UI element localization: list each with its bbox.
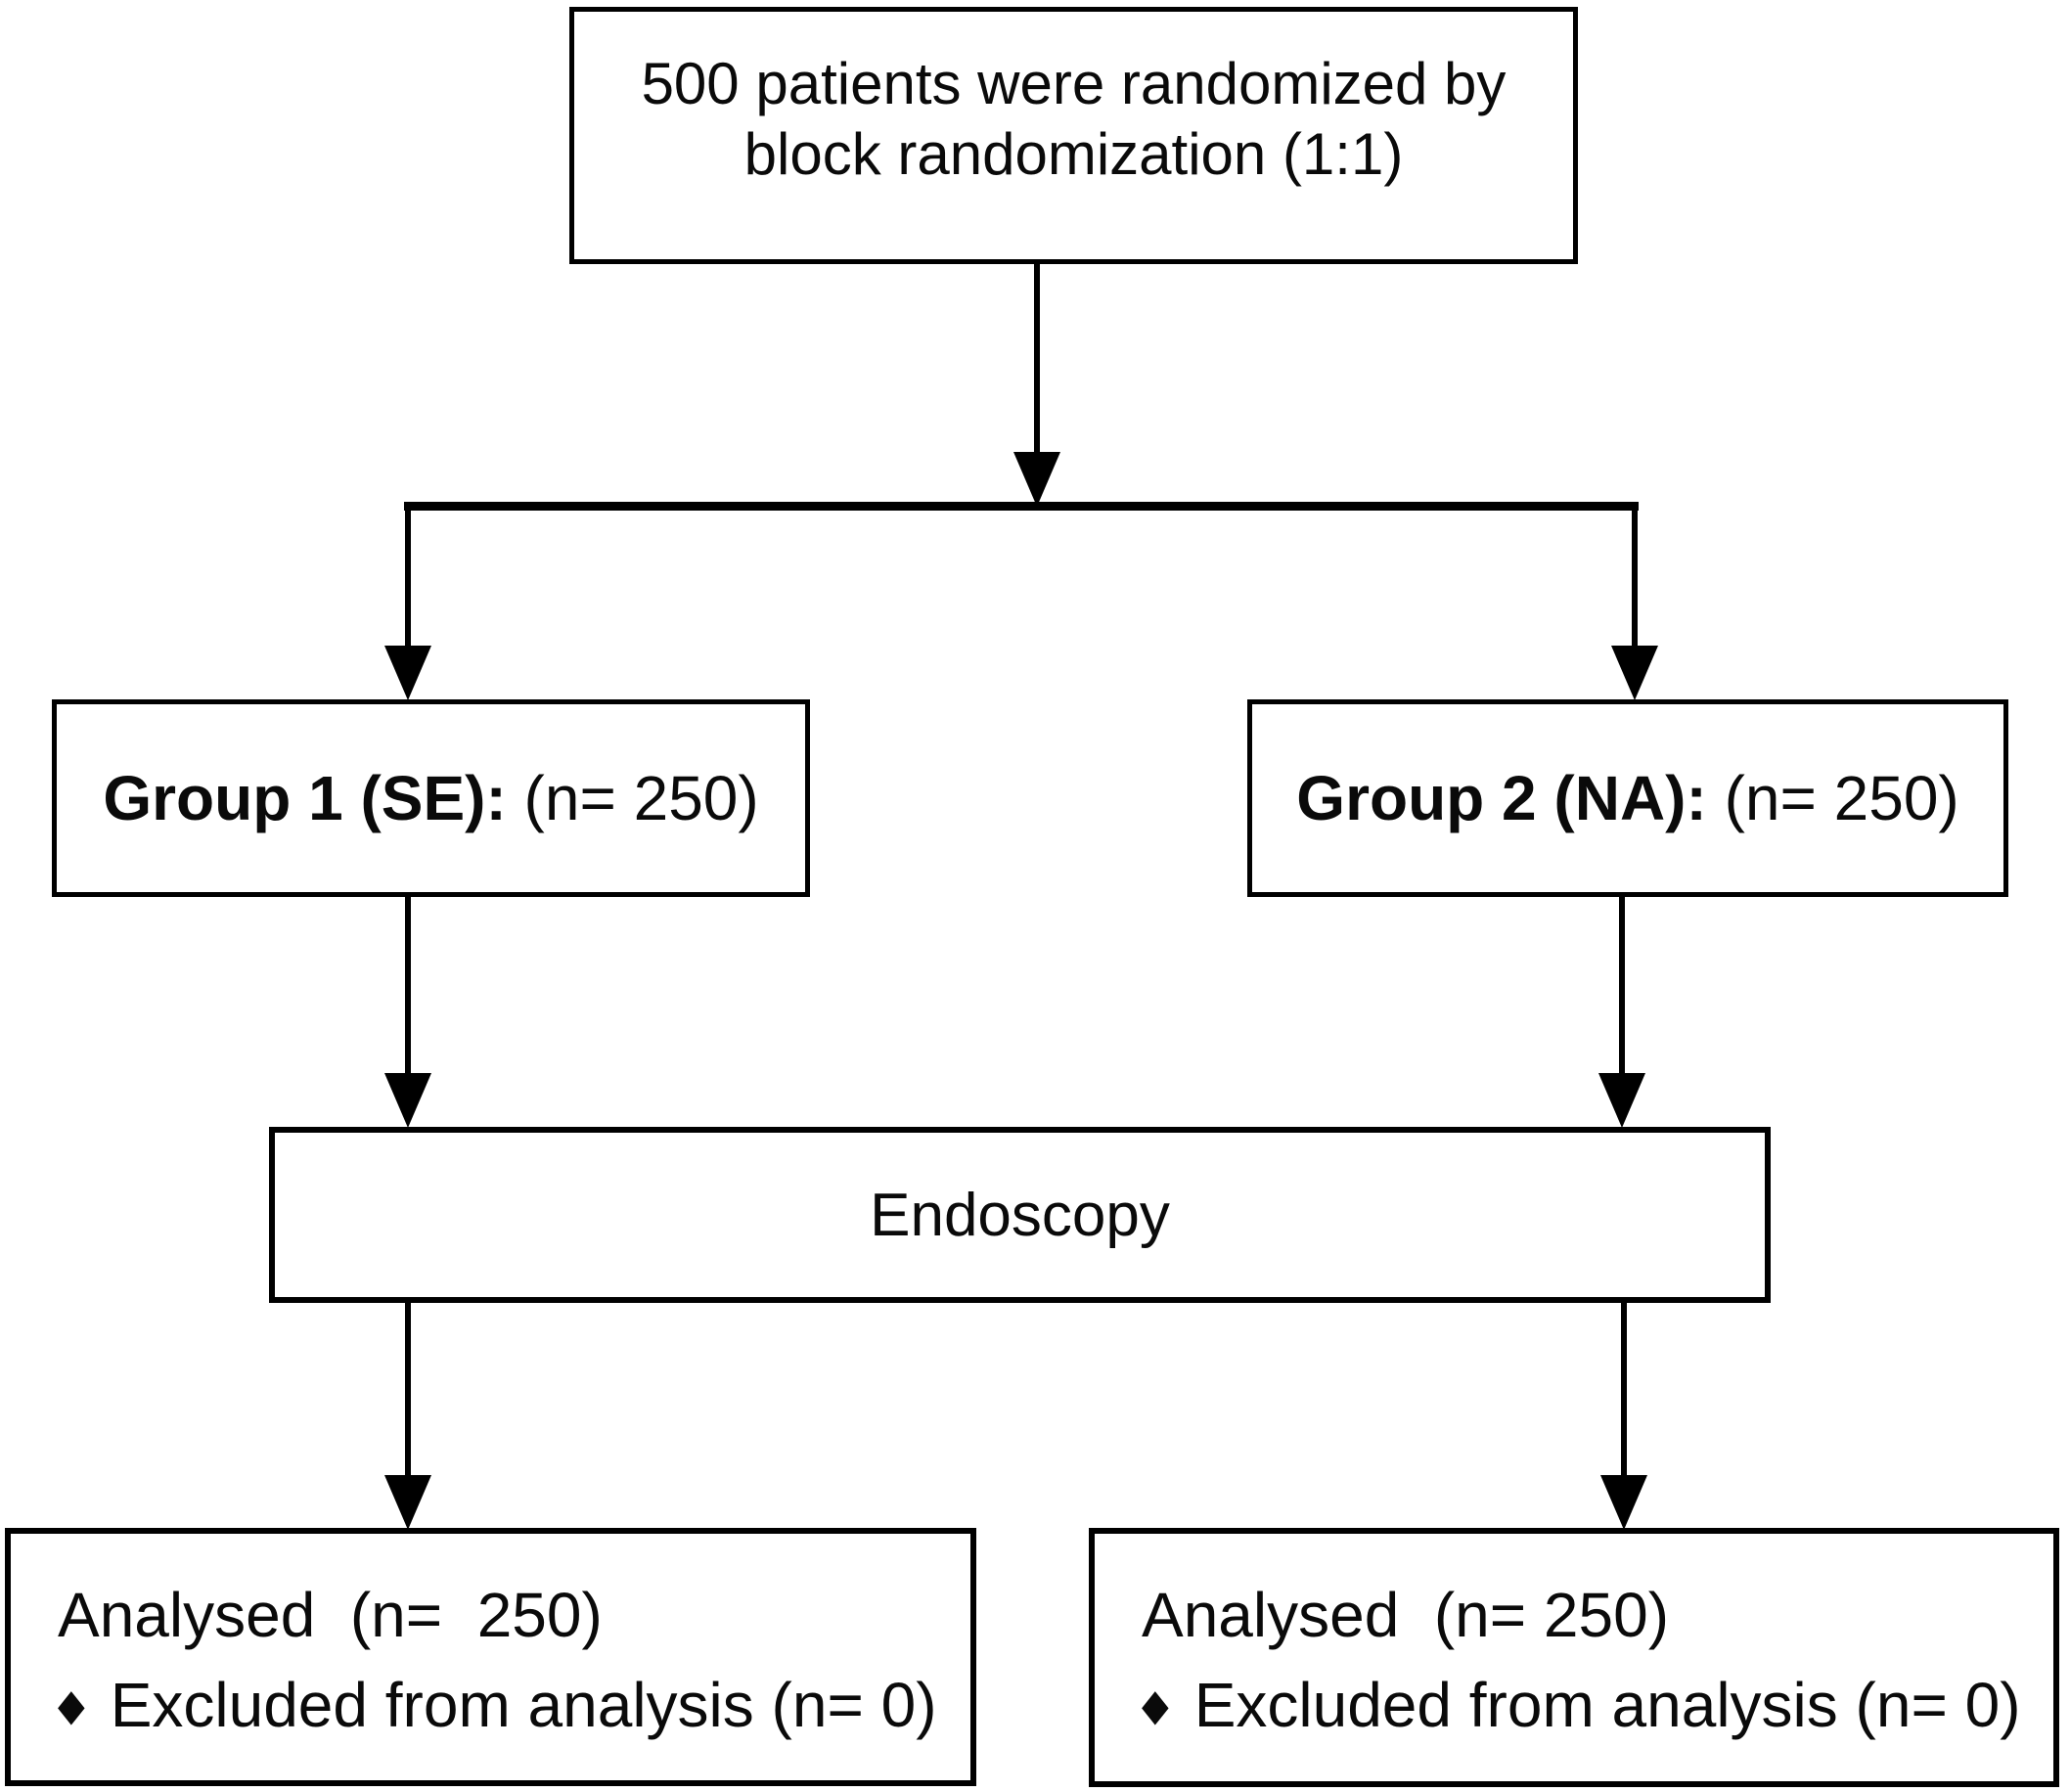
group2-label-rest: (n= 250) (1706, 763, 1959, 833)
arrowhead-down-icon (1013, 452, 1060, 507)
connector-group1-to-endoscopy (405, 897, 411, 1075)
analysed-right-line2: Excluded from analysis (n= 0) (1193, 1670, 2021, 1740)
box-group1: Group 1 (SE): (n= 250) (52, 699, 810, 897)
box-analysed-right: Analysed (n= 250) ◆ Excluded from analys… (1089, 1528, 2059, 1787)
arrowhead-down-icon (384, 1073, 431, 1128)
connector-randomized-stem (1034, 264, 1040, 452)
connector-endoscopy-to-analysed-right (1621, 1303, 1627, 1477)
box-group2: Group 2 (NA): (n= 250) (1247, 699, 2008, 897)
arrowhead-down-icon (1611, 646, 1658, 700)
box-endoscopy: Endoscopy (269, 1127, 1771, 1303)
connector-group2-to-endoscopy (1619, 897, 1625, 1075)
randomized-line2: block randomization (1:1) (743, 120, 1404, 187)
arrowhead-down-icon (1598, 1073, 1645, 1128)
diamond-bullet-icon: ◆ (1142, 1679, 1169, 1729)
group2-label-bold: Group 2 (NA): (1296, 763, 1707, 833)
connector-endoscopy-to-analysed-left (405, 1303, 411, 1477)
connector-split-to-group1 (405, 509, 411, 648)
diamond-bullet-icon: ◆ (58, 1679, 85, 1729)
analysed-right-line1: Analysed (n= 250) (1142, 1580, 1669, 1650)
arrowhead-down-icon (384, 1475, 431, 1530)
arrowhead-down-icon (1600, 1475, 1647, 1530)
group1-label-rest: (n= 250) (506, 763, 759, 833)
endoscopy-label: Endoscopy (870, 1181, 1170, 1249)
group1-label-bold: Group 1 (SE): (103, 763, 507, 833)
analysed-left-line2: Excluded from analysis (n= 0) (110, 1670, 937, 1740)
analysed-left-line1: Analysed (n= 250) (58, 1580, 603, 1650)
connector-split-bar (404, 502, 1639, 511)
box-randomized: 500 patients were randomized by block ra… (569, 7, 1578, 264)
box-analysed-left: Analysed (n= 250) ◆ Excluded from analys… (5, 1528, 976, 1786)
connector-split-to-group2 (1632, 509, 1638, 648)
arrowhead-down-icon (384, 646, 431, 700)
randomized-line1: 500 patients were randomized by (641, 50, 1507, 116)
